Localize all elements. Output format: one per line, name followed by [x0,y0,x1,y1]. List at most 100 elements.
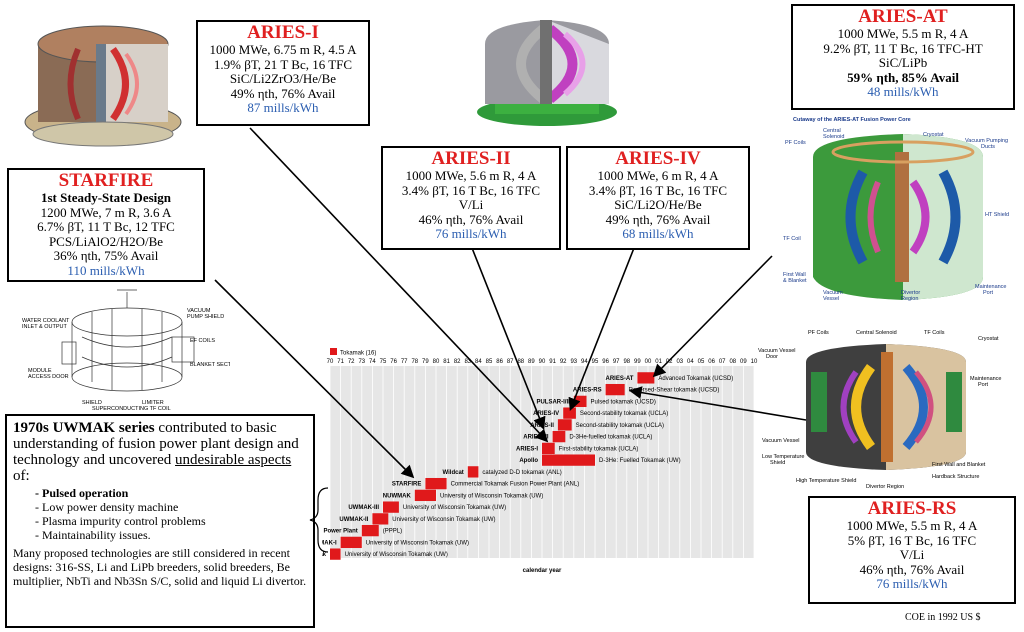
aries-ii-line4: 46% ηth, 76% Avail [418,211,524,227]
uwmak-bullet-maintainability: - Maintainability issues. [35,528,151,542]
svg-text:& Blanket: & Blanket [783,278,807,284]
svg-text:Cryostat: Cryostat [978,336,999,342]
aries-iv-line3: SiC/Li2O/He/Be [614,197,702,212]
gantt-row-desc: (PPPL) [383,529,402,535]
year-tick-label: 03 [676,359,683,365]
aries-rs-line3: V/Li [899,547,925,562]
aries-ii-cost: 76 mills/kWh [435,226,507,241]
year-tick-label: 91 [549,359,556,365]
year-tick-label: 82 [454,359,461,365]
year-tick-label: 10 [751,359,758,365]
svg-text:TF Coil: TF Coil [783,236,801,242]
uwmak-footer: Many proposed technologies are still con… [13,546,307,588]
svg-text:Divertor Region: Divertor Region [866,484,904,490]
year-tick-label: 01 [655,359,662,365]
year-tick-label: 92 [560,359,567,365]
aries-ii-line1: 1000 MWe, 5.6 m R, 4 A [405,168,537,183]
uwmak-heading-end: of: [13,468,30,484]
starfire-line1: 1200 MWe, 7 m R, 3.6 A [40,204,172,220]
gantt-row-desc: catalyzed D-D tokamak (ANL) [482,470,561,476]
year-tick-label: 72 [348,359,355,365]
gantt-bar [361,524,379,537]
year-tick-label: 77 [401,359,408,365]
year-tick-label: 93 [570,359,577,365]
aries-ii-box: ARIES-II 1000 MWe, 5.6 m R, 4 A 3.4% βT,… [381,146,561,250]
year-tick-label: 73 [358,359,365,365]
arrow-aries-rs [628,386,807,421]
year-tick-label: 90 [539,359,546,365]
svg-text:PF Coils: PF Coils [785,140,806,146]
uwmak-heading: 1970s UWMAK series contributed to basic … [13,420,307,484]
gantt-row-name: ARIES-IV [533,411,559,417]
svg-text:SHIELD: SHIELD [82,400,102,406]
aries-at-cutaway-image: Cutaway of the ARIES-AT Fusion Power Cor… [783,117,1009,302]
gantt-row-name: Apollo [519,458,538,464]
arrow-aries-i [249,127,549,443]
starfire-cost: 110 mills/kWh [67,262,145,278]
coe-note: COE in 1992 US $ [905,612,981,623]
starfire-line2: 6.7% βT, 11 T Bc, 12 TFC [37,219,175,234]
aries-rs-line1: 1000 MWe, 5.5 m R, 4 A [846,518,978,533]
svg-text:PF Coils: PF Coils [808,330,829,336]
aries-i-line2: 1.9% βT, 21 T Bc, 16 TFC [213,56,353,72]
gantt-row-desc: Second-stability tokamak (UCLA) [576,423,664,429]
svg-text:MODULE: MODULE [28,368,52,374]
aries-at-title: ARIES-AT [858,6,948,27]
year-tick-label: 71 [337,359,344,365]
gantt-row-name: UWMAK-I [322,540,337,546]
gantt-row-desc: First-stability tokamak (UCLA) [559,446,639,452]
year-tick-label: 88 [517,359,524,365]
year-tick-label: 76 [390,359,397,365]
aries-i-line4: 49% ηth, 76% Avail [230,85,336,101]
arrow-aries-ii [471,247,546,430]
uwmak-brace [309,487,329,553]
svg-text:Maintenance: Maintenance [970,376,1002,382]
uwmak-bullet-impurity: - Plasma impurity control problems [35,514,206,528]
svg-text:Vacuum Vessel: Vacuum Vessel [762,438,800,444]
svg-text:INLET & OUTPUT: INLET & OUTPUT [22,324,67,330]
gantt-row-desc: Pulsed tokamak (UCSD) [591,399,656,405]
svg-text:Maintenance: Maintenance [975,284,1007,290]
gantt-row-name: ARIES-AT [606,376,634,382]
aries-rs-line2: 5% βT, 16 T Bc, 16 TFC [847,532,977,548]
aries-i-line3: SiC/Li2ZrO3/He/Be [229,71,337,86]
aries-rs-cost: 76 mills/kWh [876,576,948,591]
starfire-box: STARFIRE 1st Steady-State Design 1200 MW… [7,168,205,282]
legend-swatch [330,348,337,355]
gantt-bar [425,477,447,490]
aries-at-cost: 48 mills/kWh [867,84,939,99]
svg-text:Vacuum Pumping: Vacuum Pumping [965,138,1008,144]
svg-text:High Temperature Shield: High Temperature Shield [796,478,856,484]
svg-text:SUPERCONDUCTING TF COIL: SUPERCONDUCTING TF COIL [92,406,171,412]
arrow-starfire [214,279,415,479]
aries-i-cost: 87 mills/kWh [247,100,319,115]
aries-i-line1: 1000 MWe, 6.75 m R, 4.5 A [209,42,357,57]
year-tick-label: 99 [634,359,641,365]
gantt-bar [383,501,399,513]
year-tick-label: 85 [486,359,493,365]
year-tick-label: 81 [443,359,450,365]
gantt-row-desc: Advanced Tokamak (UCSD) [658,376,733,382]
aries-at-line3: SiC/LiPb [878,55,928,70]
year-tick-label: 06 [708,359,715,365]
svg-text:Ducts: Ducts [981,144,995,150]
aries-at-line4: 59% ηth, 85% Avail [847,69,959,85]
svg-text:Low Temperature: Low Temperature [762,454,804,460]
svg-text:BLANKET SECTOR: BLANKET SECTOR [190,362,230,368]
gantt-bar [542,454,595,466]
uwmak-bullet-pulsed: - Pulsed operation [35,486,129,500]
year-tick-label: 07 [719,359,726,365]
gantt-bar [605,383,625,396]
gantt-row-name: A Fusion Power Plant [322,529,358,535]
aries-i-box: ARIES-I 1000 MWe, 6.75 m R, 4.5 A 1.9% β… [196,20,370,126]
aries-rs-title: ARIES-RS [867,498,957,519]
gantt-bar [557,419,572,431]
gantt-row-name: NUWMAK [383,493,412,499]
starfire-line4: 36% ηth, 75% Avail [53,248,159,263]
svg-text:Hardback Structure: Hardback Structure [932,474,979,480]
year-tick-label: 08 [729,359,736,365]
svg-text:Cutaway of the ARIES-AT Fusion: Cutaway of the ARIES-AT Fusion Power Cor… [793,117,911,123]
gantt-row-desc: Commercial Tokamak Fusion Power Plant (A… [451,482,580,488]
svg-text:VACUUM: VACUUM [187,308,211,314]
